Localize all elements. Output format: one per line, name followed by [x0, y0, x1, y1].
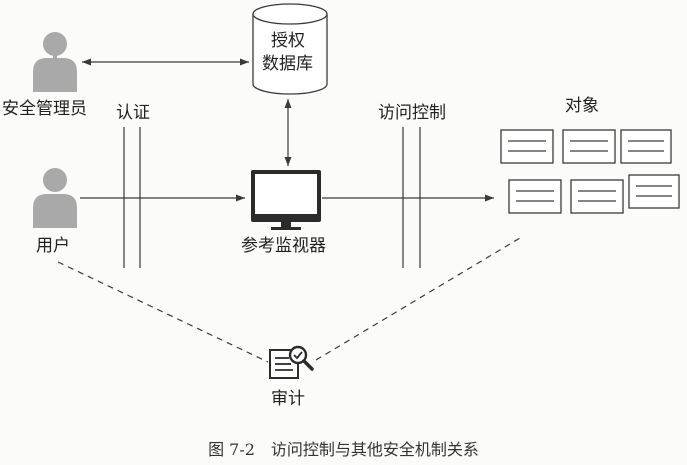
database-label-line1: 授权	[271, 31, 305, 51]
access-control-label: 访问控制	[378, 103, 446, 123]
database-label-line2: 数据库	[262, 54, 313, 74]
audit-icon	[269, 345, 314, 379]
object-box-icon	[570, 179, 624, 214]
object-box-icon	[562, 129, 616, 164]
object-box-icon	[628, 174, 680, 209]
audit-label: 审计	[271, 389, 305, 409]
figure-caption: 图 7-2 访问控制与其他安全机制关系	[208, 440, 479, 459]
objects-label: 对象	[565, 96, 599, 116]
user-person-icon	[33, 168, 77, 228]
object-box-icon	[500, 129, 554, 164]
monitor-icon	[251, 170, 321, 230]
admin-label: 安全管理员	[2, 99, 87, 119]
authentication-label: 认证	[116, 103, 150, 123]
reference-monitor-label: 参考监视器	[241, 236, 326, 256]
audit-dashed-line-right	[315, 237, 521, 361]
audit-dashed-line-left	[57, 261, 269, 363]
user-label: 用户	[36, 236, 70, 256]
database-icon	[252, 3, 328, 95]
diagram-graphic	[33, 3, 680, 379]
object-box-icon	[508, 179, 562, 214]
admin-person-icon	[33, 32, 77, 92]
object-box-icon	[620, 129, 672, 164]
